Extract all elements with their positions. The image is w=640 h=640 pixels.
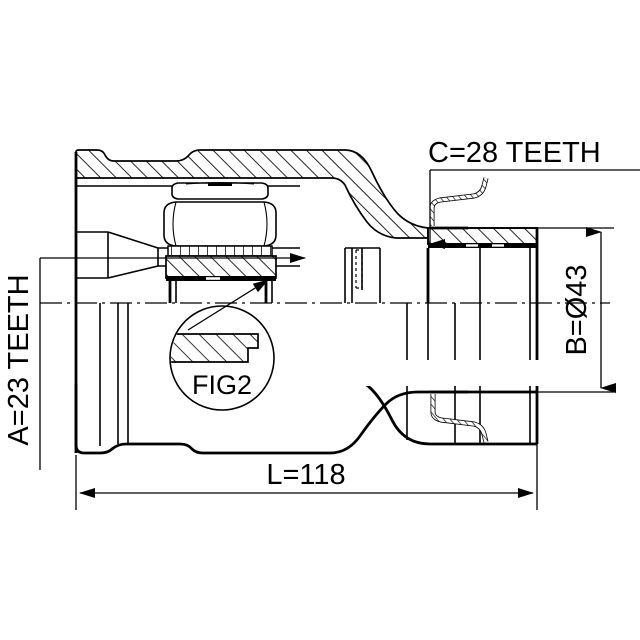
- joint-body: [40, 149, 610, 455]
- snap-ring-upper: [429, 177, 489, 230]
- dimension-a-label: A=23 TEETH: [3, 274, 35, 445]
- housing-to-shaft-shoulder: [344, 247, 381, 303]
- detail-view-fig2: FIG2: [169, 279, 275, 411]
- dimension-c-label: C=28 TEETH: [428, 137, 601, 169]
- tripod-roller-assembly: [163, 181, 277, 303]
- fig2-section-detail: [171, 333, 259, 363]
- spline-root-band: [428, 243, 537, 248]
- dimension-a: A=23 TEETH: [3, 253, 306, 470]
- dimension-l: L=118: [75, 396, 538, 510]
- snap-ring-lower: [430, 390, 489, 443]
- inner-spline-a-lines: [99, 303, 129, 446]
- output-shaft-outline: [406, 228, 539, 444]
- fig2-label: FIG2: [192, 370, 252, 400]
- fig2-leader-line: [187, 279, 269, 331]
- dimension-b: B=Ø43: [537, 227, 616, 393]
- outer-spline-sleeve-section: [427, 227, 538, 245]
- outer-housing-wall-section: [75, 149, 429, 239]
- dimension-b-label: B=Ø43: [561, 264, 593, 355]
- dimension-c: C=28 TEETH: [428, 137, 640, 249]
- dimension-l-label: L=118: [266, 459, 345, 491]
